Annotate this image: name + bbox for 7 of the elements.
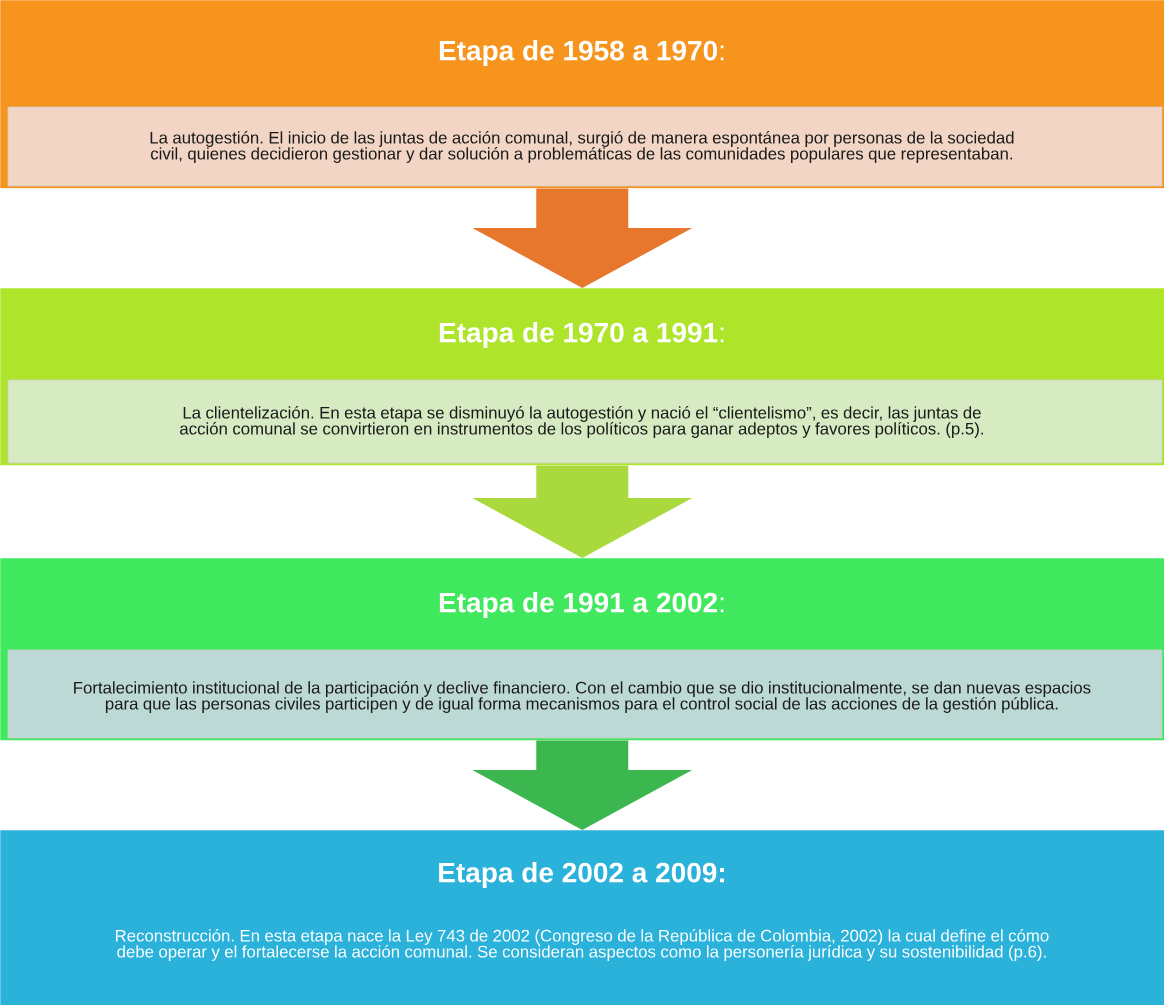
arrow: [472, 188, 693, 288]
stage-box: Etapa de 1970 a 1991: La clientelización. En esta etapa se disminuyó la autogestión y nació el “clientelismo”, es decir, las juntas de acción comunal se convirtieron en instrumentos de los políticos para ganar adeptos y favores políticos. (p.5).: [0, 288, 1164, 466]
arrow: [472, 740, 693, 830]
stage-box: Etapa de 1991 a 2002: Fortalecimiento institucional de la participación y declive financiero. Con el cambio que se dio institucionalmente, se dan nuevas espacios para que las personas civiles participen y de igual forma mecanismos para el control social de las acciones de la gestión pública.: [0, 558, 1164, 741]
stage-box: Etapa de 2002 a 2009: Reconstrucción. En esta etapa nace la Ley 743 de 2002 (Congreso de la República de Colombia, 2002) la cual define el cómo debe operar y el fortalecerse la acción comunal. Se consideran aspectos como la personería jurídica y su sostenibilidad (p.6).: [0, 830, 1164, 1005]
arrow: [472, 465, 693, 558]
stage-box: Etapa de 1958 a 1970: La autogestión. El inicio de las juntas de acción comunal, surgió de manera espontánea por personas de la sociedad civil, quienes decidieron gestionar y dar solución a problemáticas de las comunidades populares que representaban.: [0, 0, 1164, 189]
